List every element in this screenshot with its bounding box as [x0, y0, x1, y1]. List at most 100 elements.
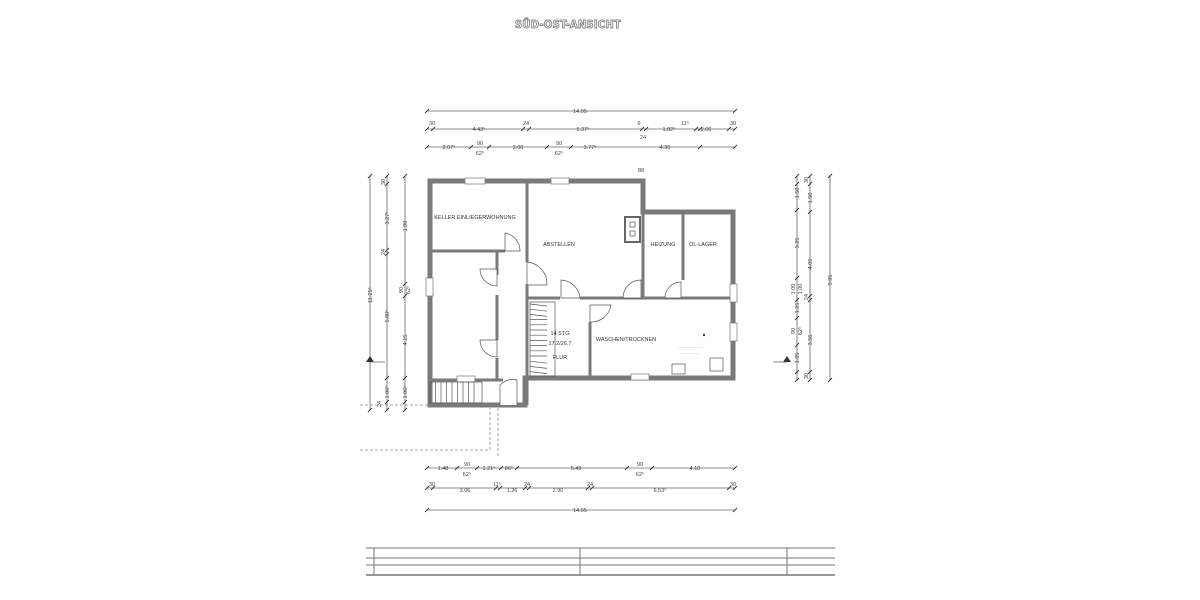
- dimension-label: 3.27⁵: [384, 212, 391, 225]
- dimension-label: 62⁵: [463, 471, 471, 478]
- dimension-tick: [430, 126, 436, 132]
- dimension-label: 24: [381, 249, 387, 255]
- svg-text:────────────: ────────────: [677, 345, 704, 349]
- room-label-abstellen: ABSTELLEN: [543, 242, 575, 248]
- dimension-label: 1.06⁵: [402, 386, 409, 399]
- dimension-label: 11⁵: [681, 120, 689, 127]
- dimension-label: 3.00: [513, 145, 524, 151]
- dimension-tick: [649, 465, 655, 471]
- dimension-tick: [424, 108, 430, 114]
- door-swing: [560, 279, 581, 299]
- dimension-label: 4.30: [660, 145, 671, 151]
- dimension-tick: [384, 173, 390, 179]
- dimension-tick: [424, 507, 430, 513]
- dimension-tick: [402, 281, 408, 287]
- dimension-label: 1.00: [798, 284, 804, 295]
- dimension-label: 3.25: [795, 238, 801, 249]
- dimension-tick: [794, 369, 800, 375]
- dimension-label: 30: [429, 482, 435, 488]
- dimension-tick: [807, 173, 813, 179]
- stair-steps-label: 14 STG: [551, 331, 570, 337]
- dimension-label: 90: [637, 462, 643, 468]
- door-swing: [622, 279, 642, 299]
- window: [630, 373, 650, 381]
- dimension-tick: [807, 293, 813, 299]
- dimension-label: 24: [640, 135, 646, 141]
- dimension-tick: [402, 407, 408, 413]
- level-marker-icon: [773, 356, 791, 363]
- dimension-label: 3.06: [460, 488, 471, 494]
- dimension-tick: [498, 465, 504, 471]
- exterior-walls: [427, 178, 736, 408]
- dimension-tick: [520, 126, 526, 132]
- dimension-tick: [384, 181, 390, 187]
- dimension-tick: [732, 144, 738, 150]
- window: [729, 322, 738, 342]
- dimension-tick: [697, 126, 703, 132]
- dimension-tick: [367, 173, 373, 179]
- window: [464, 177, 486, 185]
- dimension-label: 24: [587, 482, 593, 488]
- dimension-tick: [807, 209, 813, 215]
- dimension-tick: [624, 465, 630, 471]
- stair-tread: [529, 371, 548, 374]
- dimension-label: 62⁵: [476, 150, 484, 157]
- dimension-label: 90: [556, 141, 562, 147]
- dimension-label: 30: [730, 482, 736, 488]
- dimension-tick: [430, 485, 436, 491]
- dimension-label: 1.90: [403, 221, 409, 232]
- svg-text:─────────: ─────────: [679, 351, 700, 355]
- stair-ratio-label: 17.2/26.7: [549, 341, 572, 347]
- stair-tread: [529, 308, 548, 312]
- dimension-tick: [732, 507, 738, 513]
- dimension-tick: [424, 126, 430, 132]
- window: [729, 283, 738, 303]
- stair-tread: [529, 303, 548, 307]
- dimension-tick: [402, 375, 408, 381]
- dimension-tick: [367, 407, 373, 413]
- door-swing: [479, 339, 498, 358]
- dimension-label: 5.49: [571, 466, 582, 472]
- room-label-keller: KELLER EINLIEGERWOHNUNG: [434, 215, 516, 221]
- dimension-tick: [794, 207, 800, 213]
- dimension-label: 62⁵: [636, 471, 644, 478]
- dimension-label: 4.15: [403, 335, 409, 346]
- dimension-label: 90: [464, 462, 470, 468]
- dimension-label: 1.21⁵: [483, 465, 496, 472]
- dimension-tick: [585, 485, 591, 491]
- dimension-tick: [424, 465, 430, 471]
- dimension-label: 90: [399, 287, 405, 293]
- dimension-tick: [424, 144, 430, 150]
- dimension-tick: [568, 144, 574, 150]
- dimension-label: 30: [804, 177, 810, 183]
- window: [456, 375, 476, 383]
- dimension-tick: [794, 297, 800, 303]
- dimension-label: 24: [377, 401, 383, 407]
- door-swing: [526, 261, 548, 286]
- stair-tread: [529, 314, 548, 317]
- dimension-label: 2.07⁵: [443, 144, 456, 151]
- dimension-label: 1.50: [808, 193, 814, 204]
- dimension-label: 6.53⁵: [654, 487, 667, 494]
- room-label-heizung: HEIZUNG: [651, 242, 676, 248]
- dimension-label: 90: [791, 328, 797, 334]
- dimension-tick: [454, 465, 460, 471]
- dimension-tick: [384, 251, 390, 257]
- stair-tread: [529, 360, 548, 364]
- dimension-tick: [726, 485, 732, 491]
- dimension-label: 5.37⁵: [577, 126, 590, 133]
- window: [550, 177, 570, 185]
- dimension-label: 5.80⁵: [384, 310, 391, 323]
- dimension-label: 14.95: [573, 109, 587, 115]
- dimension-label: 1.00: [791, 284, 797, 295]
- dimension-tick: [794, 377, 800, 383]
- view-title: SÜD-OST-ANSICHT: [515, 17, 621, 31]
- dimension-label: 1.06⁵: [384, 386, 391, 399]
- door-swing: [504, 232, 521, 252]
- dimension-tick: [522, 485, 528, 491]
- dimension-tick: [514, 465, 520, 471]
- dimension-label: 2.90: [553, 488, 564, 494]
- dimension-tick: [544, 144, 550, 150]
- dimension-tick: [493, 485, 499, 491]
- dimension-tick: [697, 144, 703, 150]
